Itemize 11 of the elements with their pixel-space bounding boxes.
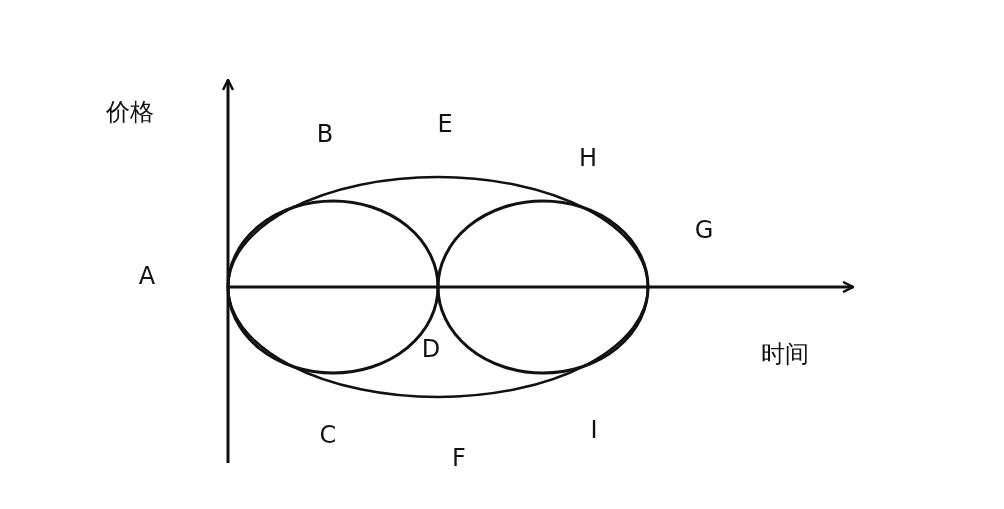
axis-label: 价格: [106, 100, 154, 124]
point-label: H: [579, 146, 597, 170]
point-label: D: [421, 337, 441, 361]
point-label: E: [437, 112, 453, 136]
point-label: A: [138, 264, 156, 288]
point-label: I: [590, 418, 598, 442]
point-label: B: [316, 122, 334, 146]
point-label: C: [319, 423, 337, 447]
point-label: F: [452, 446, 466, 470]
point-label: G: [694, 218, 714, 242]
axis-label: 时间: [761, 342, 809, 366]
